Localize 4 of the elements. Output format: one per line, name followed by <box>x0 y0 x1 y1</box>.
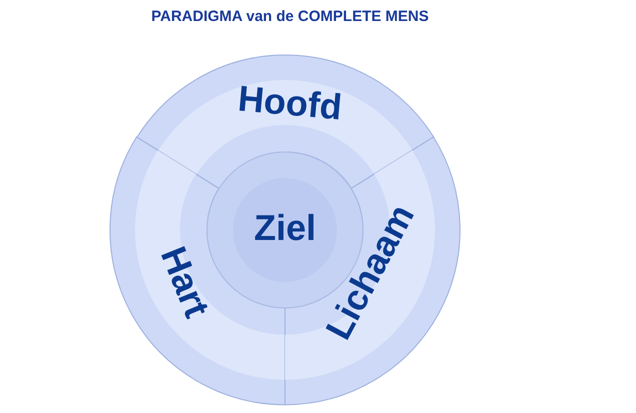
segment-label: Hart <box>152 240 218 324</box>
center-label: Ziel <box>254 207 316 249</box>
diagram-title: PARADIGMA van de COMPLETE MENS <box>150 8 430 25</box>
segment-label: Hoofd <box>236 78 344 128</box>
